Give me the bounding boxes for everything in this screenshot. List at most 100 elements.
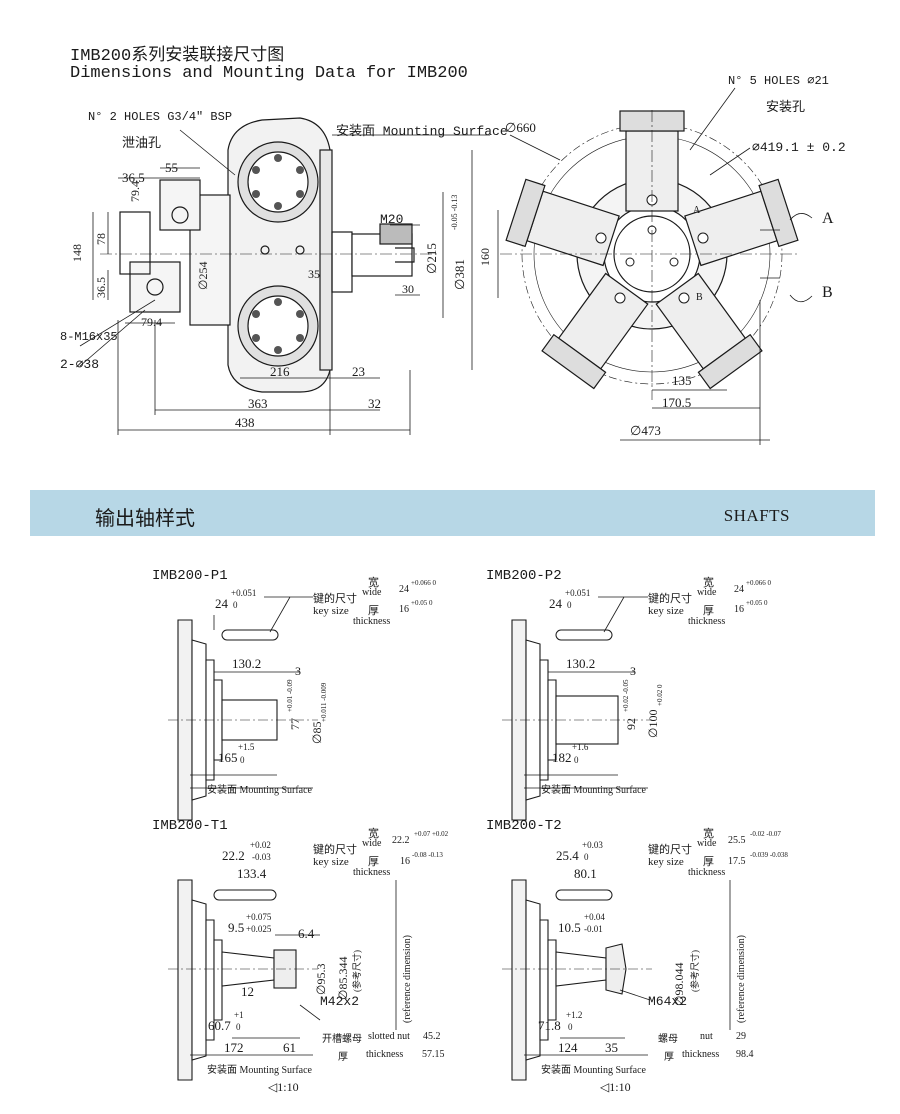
dim-419: ∅419.1 ± 0.2 (752, 140, 846, 155)
t1-nut-en: slotted nut (368, 1031, 410, 1042)
t2-wide-en: wide (697, 838, 717, 849)
dim-79-4-bottom: 79.4 (141, 315, 162, 329)
t1-thick2-cn: 厚 (338, 1052, 348, 1063)
dim-381-tol: -0.05 -0.13 (450, 194, 459, 230)
p1-thick-tol: +0.05 0 (411, 599, 433, 607)
p1-d77: 77 (288, 718, 302, 730)
t2-key-en: key size (648, 856, 684, 868)
dim-36-5-top: 36.5 (122, 170, 145, 185)
p1-thick-en: thickness (353, 616, 391, 627)
t2-nut-val: 29 (736, 1031, 746, 1042)
shaft-p2-name: IMB200-P2 (486, 568, 562, 584)
p2-d3: 3 (630, 664, 636, 678)
t2-nut-cn: 螺母 (658, 1034, 678, 1045)
p2-d100-tol: +0.02 0 (656, 684, 664, 706)
t2-wide-cn: 宽 (703, 828, 714, 840)
t1-d60-7-tol-up: +1 (234, 1010, 244, 1020)
mount-hole-cn: 安装孔 (766, 99, 806, 114)
t2-ref-cn: (参考尺寸) (690, 950, 700, 992)
shaft-drawings (168, 596, 731, 1081)
p2-thick-val: 16 (734, 604, 744, 615)
t2-thick-val: 17.5 (728, 856, 746, 867)
p2-d92-tol: +0.02 -0.05 (622, 679, 630, 712)
dim-35: 35 (308, 267, 320, 281)
p2-key-cn: 键的尺寸 (648, 593, 692, 605)
p1-d85: ∅85 (310, 721, 324, 744)
t2-wide-tol: -0.02 -0.07 (750, 830, 781, 838)
p1-wide-cn: 宽 (368, 577, 379, 589)
t1-d61: 61 (283, 1040, 296, 1055)
p1-wide-en: wide (362, 587, 382, 598)
t1-ref-dim: (reference dimension) (402, 934, 413, 1023)
shafts-section-title-en: SHAFTS (723, 506, 790, 525)
t2-d10-5-tol-up: +0.04 (584, 912, 605, 922)
t1-d6-4: 6.4 (298, 926, 315, 941)
t1-m42: M42x2 (320, 994, 360, 1009)
t1-d12: 12 (241, 984, 254, 999)
t1-d9-5: 9.5 (228, 920, 245, 935)
p1-d3: 3 (295, 664, 301, 678)
p2-d24: 24 (549, 596, 562, 611)
t1-d22-2: 22.2 (222, 848, 245, 863)
bolts-label: 8-M16x35 (60, 330, 118, 344)
t1-ref-cn: (参考尺寸) (352, 950, 362, 992)
svg-text:A: A (693, 205, 701, 216)
t2-d25-4-tol-lo: 0 (584, 852, 589, 862)
dim-215: ∅215 (424, 243, 439, 274)
t2-d10-5-tol-lo: -0.01 (584, 924, 603, 934)
shafts-section-title-cn: 输出轴样式 (95, 508, 195, 530)
t2-wide-val: 25.5 (728, 835, 746, 846)
p2-thick-en: thickness (688, 616, 726, 627)
p1-thick-cn: 厚 (368, 605, 379, 617)
t1-thick-cn: 厚 (368, 856, 379, 868)
t1-nut-val: 45.2 (423, 1031, 441, 1042)
dim-148: 148 (70, 244, 84, 262)
t2-thick2-cn: 厚 (664, 1052, 674, 1063)
t2-thick-tol: -0.039 -0.038 (750, 851, 788, 859)
dim-216: 216 (270, 364, 290, 379)
t2-key-cn: 键的尺寸 (648, 844, 692, 856)
t2-d124: 124 (558, 1040, 578, 1055)
t2-d80-1: 80.1 (574, 866, 597, 881)
p2-d182-tol-up: +1.6 (572, 742, 589, 752)
t2-mounting: 安装面 Mounting Surface (541, 1065, 646, 1076)
p1-thick-val: 16 (399, 604, 409, 615)
p2-mounting: 安装面 Mounting Surface (541, 785, 646, 796)
p1-d24-tol-up: +0.051 (231, 588, 257, 598)
t2-nut-en: nut (700, 1031, 713, 1042)
shaft-t1-name: IMB200-T1 (152, 818, 228, 834)
t1-thick-tol: -0.08 -0.13 (412, 851, 443, 859)
dim-363: 363 (248, 396, 268, 411)
taper-triangle-icon: ◁ (600, 1080, 610, 1094)
p2-thick-tol: +0.05 0 (746, 599, 768, 607)
main-drawing: A B (79, 87, 813, 445)
t2-thick2-val: 98.4 (736, 1049, 754, 1060)
p2-d92: 92 (624, 718, 638, 730)
shaft-t2-name: IMB200-T2 (486, 818, 562, 834)
t1-d172: 172 (224, 1040, 244, 1055)
t2-thick-en: thickness (688, 867, 726, 878)
p1-d165-tol-up: +1.5 (238, 742, 255, 752)
t1-wide-tol: +0.07 +0.02 (414, 830, 449, 838)
p1-d165: 165 (218, 750, 238, 765)
t1-key-cn: 键的尺寸 (313, 844, 357, 856)
p2-key-en: key size (648, 605, 684, 617)
t2-d10-5: 10.5 (558, 920, 581, 935)
t1-wide-en: wide (362, 838, 382, 849)
svg-text:B: B (696, 292, 703, 303)
dim-170-5: 170.5 (662, 395, 692, 410)
dim-660: ∅660 (505, 120, 536, 135)
dim-381: ∅381 (452, 259, 467, 290)
t1-taper: ◁1:10 (268, 1080, 299, 1095)
p1-d85-tol: +0.011 -0.009 (320, 682, 328, 722)
port-a-label: A (822, 210, 834, 227)
p2-d100: ∅100 (646, 709, 660, 738)
dim-79-4-top: 79.4 (128, 181, 142, 202)
t1-key-en: key size (313, 856, 349, 868)
p1-key-en: key size (313, 605, 349, 617)
t1-thick-en: thickness (353, 867, 391, 878)
p2-thick-cn: 厚 (703, 605, 714, 617)
t1-mounting: 安装面 Mounting Surface (207, 1065, 312, 1076)
dim-30: 30 (402, 282, 414, 296)
dim-160: 160 (478, 248, 492, 266)
